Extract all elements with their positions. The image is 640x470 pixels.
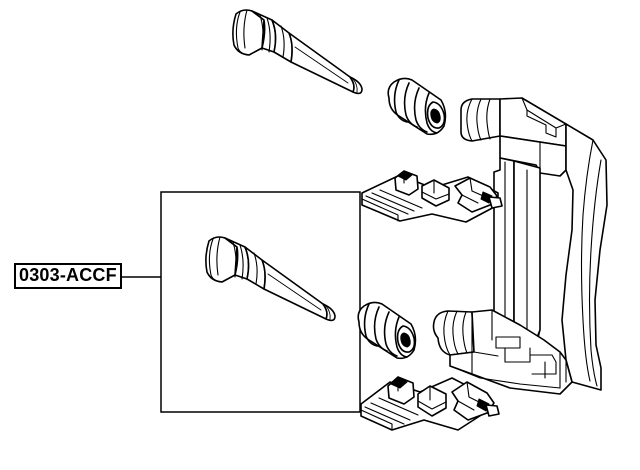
part-pad-retaining-clip-upper — [361, 170, 503, 223]
part-caliper-bracket — [432, 97, 608, 395]
part-pad-retaining-clip-lower — [360, 376, 500, 431]
callout-highlight-rect — [160, 191, 361, 413]
part-number-label: 0303-ACCF — [14, 263, 122, 289]
part-guide-pin-bolt-lower — [205, 236, 336, 322]
part-guide-pin-bolt-upper — [232, 9, 363, 95]
part-guide-pin-boot-lower — [357, 301, 417, 360]
part-guide-pin-boot-upper — [387, 77, 447, 136]
